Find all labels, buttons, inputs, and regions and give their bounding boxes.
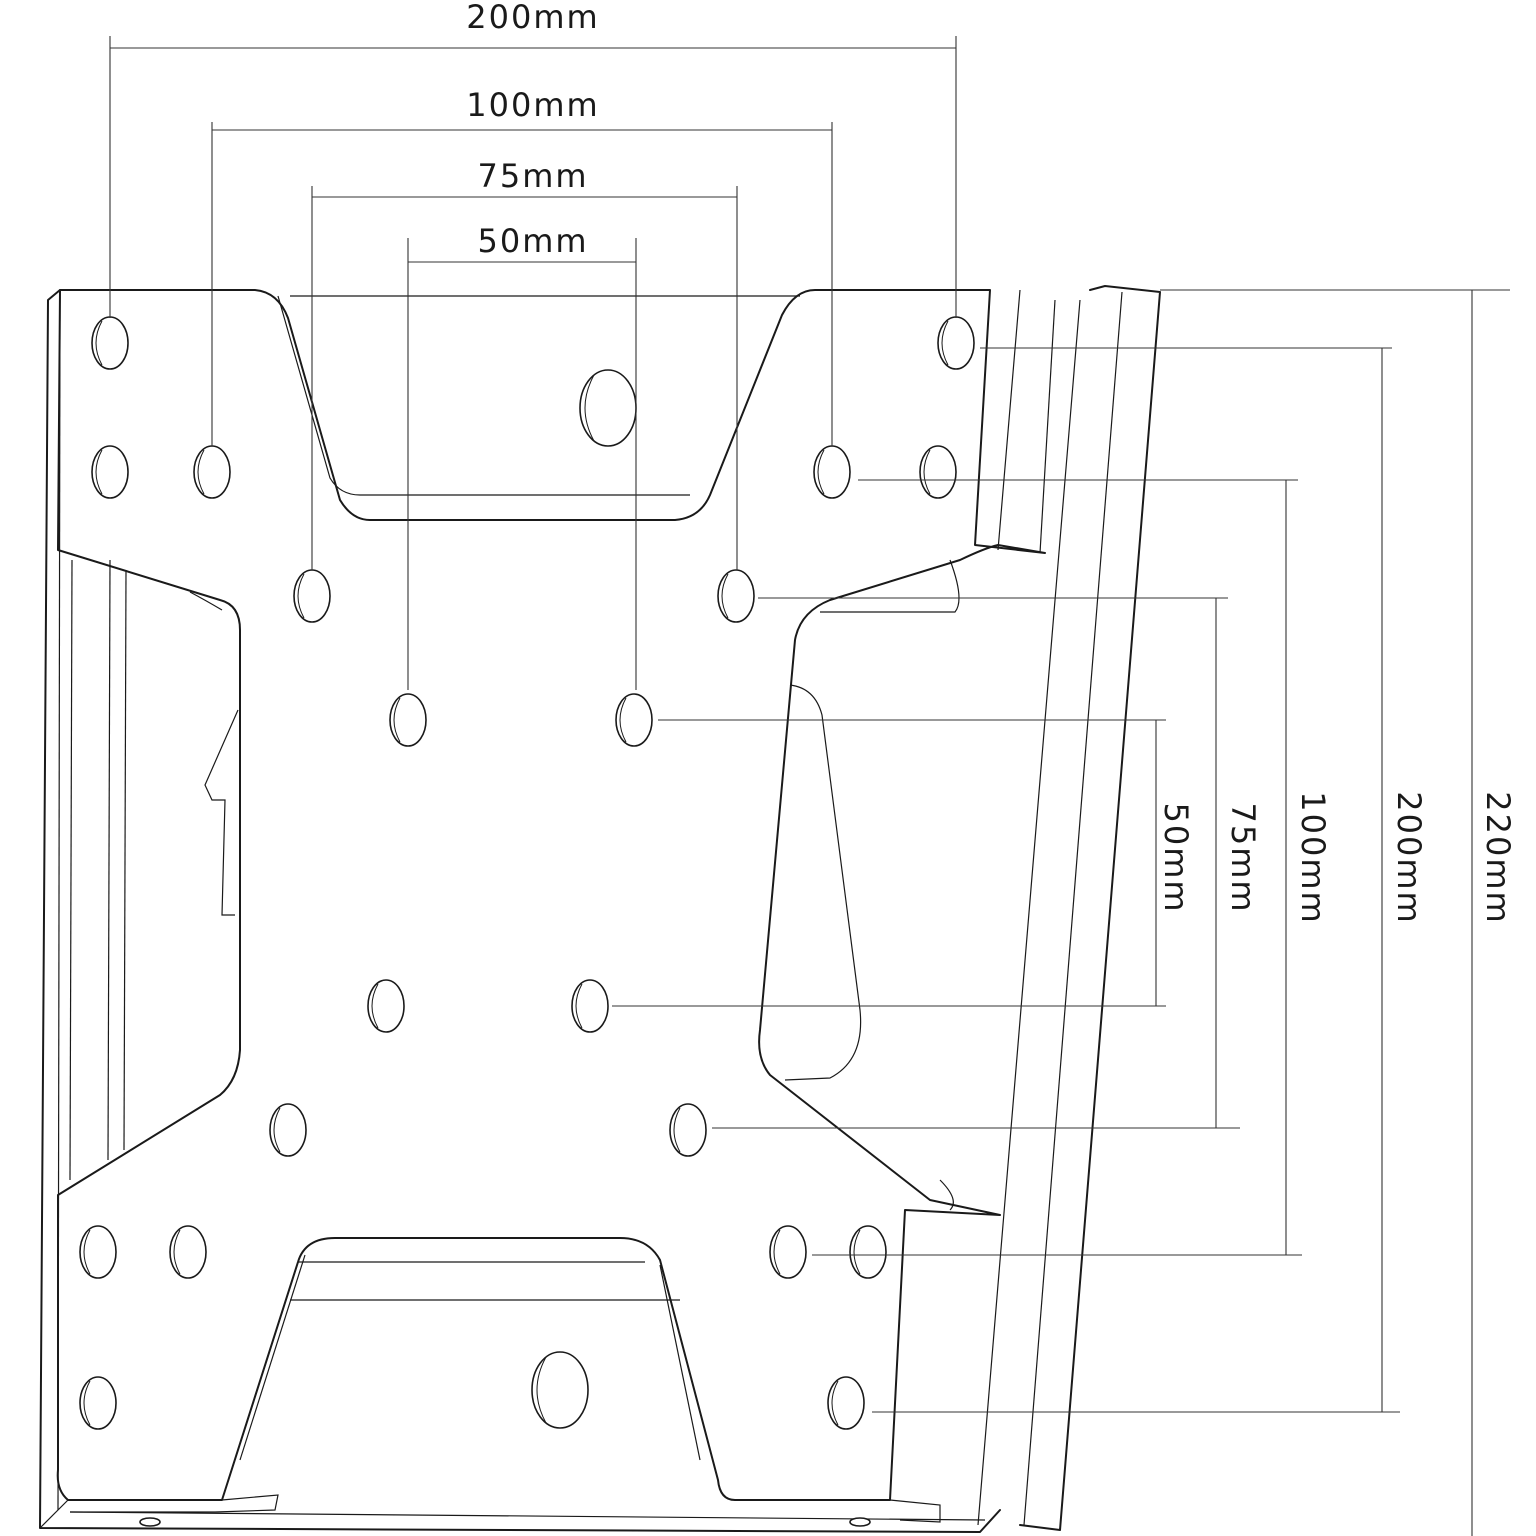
bracket-body bbox=[39, 285, 1161, 1533]
dim-label-top-75mm: 75mm bbox=[477, 157, 588, 195]
vertical-dimension-lines bbox=[612, 289, 1510, 1536]
dim-label-right-75mm: 75mm bbox=[1224, 802, 1262, 913]
hole-200-bottom-left bbox=[79, 1376, 117, 1430]
hole-outer-top-right bbox=[919, 445, 957, 499]
hole-100-bottom-right bbox=[769, 1225, 807, 1279]
large-hole-top bbox=[579, 369, 637, 447]
hole-100-top-left bbox=[193, 445, 231, 499]
hole-200-bottom-right bbox=[827, 1376, 865, 1430]
horizontal-dimension-labels: 200mm 100mm 75mm 50mm bbox=[466, 0, 599, 260]
hole-50-top-left bbox=[389, 693, 427, 747]
hole-200-top-left bbox=[91, 316, 129, 370]
hole-75-bottom-right bbox=[669, 1103, 707, 1157]
hole-outer-top-left bbox=[91, 445, 129, 499]
dim-label-right-220mm: 220mm bbox=[1479, 791, 1517, 924]
hole-outer-bottom-right bbox=[849, 1225, 887, 1279]
dim-label-right-200mm: 200mm bbox=[1390, 791, 1428, 924]
mounting-holes bbox=[79, 316, 975, 1527]
hole-100-bottom-left bbox=[169, 1225, 207, 1279]
hole-75-top-left bbox=[293, 569, 331, 623]
hole-75-bottom-left bbox=[269, 1103, 307, 1157]
dim-label-right-50mm: 50mm bbox=[1157, 802, 1195, 913]
dim-label-right-100mm: 100mm bbox=[1294, 791, 1332, 924]
hole-50-top-right bbox=[615, 693, 653, 747]
hole-75-top-right bbox=[717, 569, 755, 623]
hole-200-top-right bbox=[937, 316, 975, 370]
dim-label-top-200mm: 200mm bbox=[466, 0, 599, 36]
flange-hole-right bbox=[849, 1517, 871, 1527]
dim-label-top-50mm: 50mm bbox=[477, 222, 588, 260]
hole-outer-bottom-left bbox=[79, 1225, 117, 1279]
dim-label-top-100mm: 100mm bbox=[466, 86, 599, 124]
hole-50-bottom-left bbox=[367, 979, 405, 1033]
horizontal-dimension-lines bbox=[109, 36, 957, 690]
flange-hole-left bbox=[139, 1517, 161, 1527]
hole-100-top-right bbox=[813, 445, 851, 499]
vertical-dimension-labels: 50mm 75mm 100mm 200mm 220mm bbox=[1157, 791, 1517, 924]
hole-50-bottom-right bbox=[571, 979, 609, 1033]
large-hole-bottom bbox=[531, 1351, 589, 1429]
